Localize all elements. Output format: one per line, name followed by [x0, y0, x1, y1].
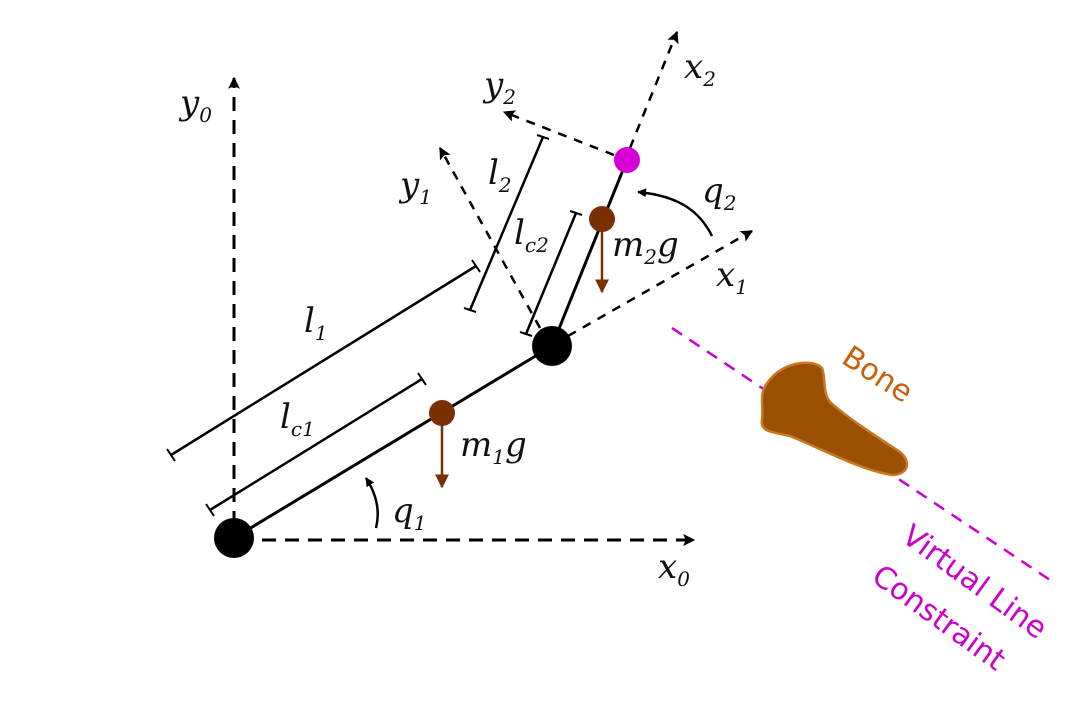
end-effector — [614, 147, 640, 173]
mass-2 — [589, 206, 615, 232]
lc2-dimension — [519, 210, 583, 337]
label-m2g: m2g — [612, 225, 679, 269]
label-q2: q2 — [702, 171, 737, 215]
virtual-line-constraint — [671, 326, 1051, 582]
q1-arc — [364, 477, 379, 529]
bone-shape — [760, 361, 909, 477]
lc1-dimension — [205, 372, 427, 517]
label-x1: x1 — [716, 255, 748, 299]
mass-1 — [429, 400, 455, 426]
label-q1: q1 — [392, 491, 427, 535]
label-x2: x2 — [684, 47, 716, 91]
base-joint — [214, 518, 254, 558]
x1-axis — [567, 229, 754, 338]
label-l1: l1 — [304, 301, 328, 345]
l1-dimension — [166, 259, 481, 462]
label-m1g: m1g — [460, 425, 527, 469]
x2-axis — [628, 30, 679, 149]
link-2 — [550, 159, 629, 347]
y1-axis — [438, 146, 542, 329]
label-l2: l2 — [488, 153, 512, 197]
label-y0: y0 — [178, 83, 212, 127]
bone-label: Bone — [836, 339, 919, 410]
l2-dimension — [463, 134, 550, 313]
q2-arc — [637, 188, 714, 237]
label-y1: y1 — [398, 165, 432, 209]
label-x0: x0 — [658, 547, 690, 591]
elbow-joint — [532, 326, 572, 366]
y2-axis — [502, 110, 615, 157]
link-1 — [233, 344, 553, 540]
label-lc2: lc2 — [514, 213, 549, 257]
label-lc1: lc1 — [280, 397, 315, 441]
label-y2: y2 — [482, 65, 516, 109]
